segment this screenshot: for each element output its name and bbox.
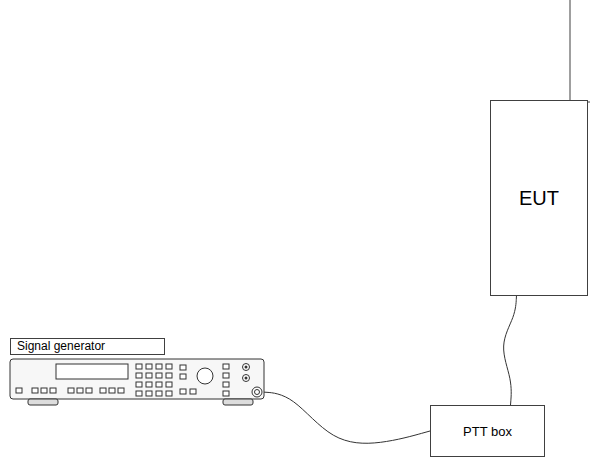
signal-generator-figure bbox=[8, 355, 266, 410]
instrument-node: Signal generator bbox=[8, 338, 266, 410]
process-box: PTT box bbox=[430, 405, 545, 457]
instrument-label: Signal generator bbox=[10, 338, 165, 355]
box-label: EUT bbox=[519, 187, 559, 210]
partial-box bbox=[570, 0, 590, 102]
cable bbox=[504, 296, 517, 405]
process-box: EUT bbox=[490, 100, 588, 296]
cable bbox=[262, 392, 430, 443]
box-label: PTT box bbox=[463, 424, 512, 439]
